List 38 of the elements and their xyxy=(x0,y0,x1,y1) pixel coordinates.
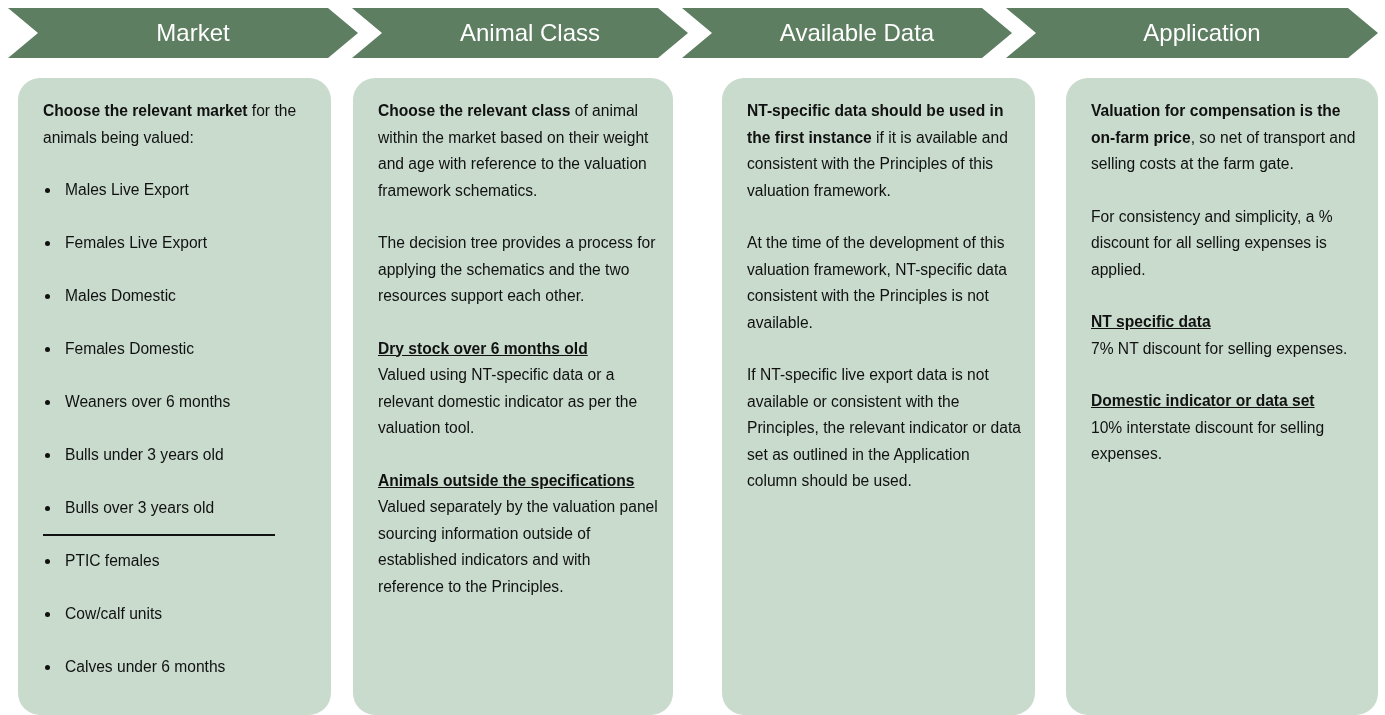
chevron-banner xyxy=(352,8,688,58)
paragraph: Valued separately by the valuation panel sourcing information outside of established indicators and with reference to the Principles. xyxy=(378,497,659,597)
section-heading: Animals outside the specifications xyxy=(378,470,636,491)
banner-title: Available Data xyxy=(779,19,935,47)
paragraph: Valuation for compensation is the on-farm price, so net of transport and selling costs at the farm gate. xyxy=(1091,101,1357,174)
banner-title: Market xyxy=(156,19,230,47)
list-item-text: Males Live Export xyxy=(65,180,189,200)
paragraph: At the time of the development of this valuation framework, NT-specific data consistent with the Principles is not available. xyxy=(747,233,1008,333)
banner-title: Animal Class xyxy=(460,19,600,47)
section-heading: NT specific data xyxy=(1091,312,1212,332)
section-heading: Dry stock over 6 months old xyxy=(378,338,589,359)
list-item-text: Females Domestic xyxy=(65,339,195,359)
paragraph: Choose the relevant class of animal within the market based on their weight and age with reference to the valuation framework schematics. xyxy=(378,101,650,201)
panel-card xyxy=(18,78,331,715)
list-item-text: Males Domestic xyxy=(65,286,176,306)
chevron-banner xyxy=(8,8,358,58)
paragraph: Valued using NT-specific data or a relevant domestic indicator as per the valuation tool. xyxy=(378,365,639,438)
paragraph: If NT-specific live export data is not available or consistent with the Principles, the relevant indicator or data set as outlined in the Application column should be used. xyxy=(747,365,1021,491)
chevron-banner xyxy=(1006,8,1378,58)
list-item-text: Weaners over 6 months xyxy=(65,392,231,412)
paragraph: The decision tree provides a process for applying the schematics and the two resources support each other. xyxy=(378,233,657,306)
paragraph: Choose the relevant market for the animals being valued: xyxy=(43,101,298,148)
paragraph: 7% NT discount for selling expenses. xyxy=(1091,338,1349,359)
paragraph: NT-specific data should be used in the first instance if it is available and consistent with the Principles of this valuation framework. xyxy=(747,101,1009,201)
list-item-text: Calves under 6 months xyxy=(65,657,226,677)
list-item-text: Females Live Export xyxy=(65,233,208,253)
panel-card xyxy=(353,78,673,715)
chevron-banner xyxy=(682,8,1012,58)
list-item-text: Cow/calf units xyxy=(65,604,163,624)
panel-card xyxy=(1066,78,1378,715)
section-heading: Domestic indicator or data set xyxy=(1091,391,1316,411)
banner-title: Application xyxy=(1143,19,1261,47)
list-item-text: PTIC females xyxy=(65,551,160,571)
paragraph: 10% interstate discount for selling expenses. xyxy=(1091,417,1326,464)
list-item-text: Bulls over 3 years old xyxy=(65,498,215,518)
panel-card xyxy=(722,78,1035,715)
list-item-text: Bulls under 3 years old xyxy=(65,445,224,465)
paragraph: For consistency and simplicity, a % discount for all selling expenses is applied. xyxy=(1091,206,1334,280)
